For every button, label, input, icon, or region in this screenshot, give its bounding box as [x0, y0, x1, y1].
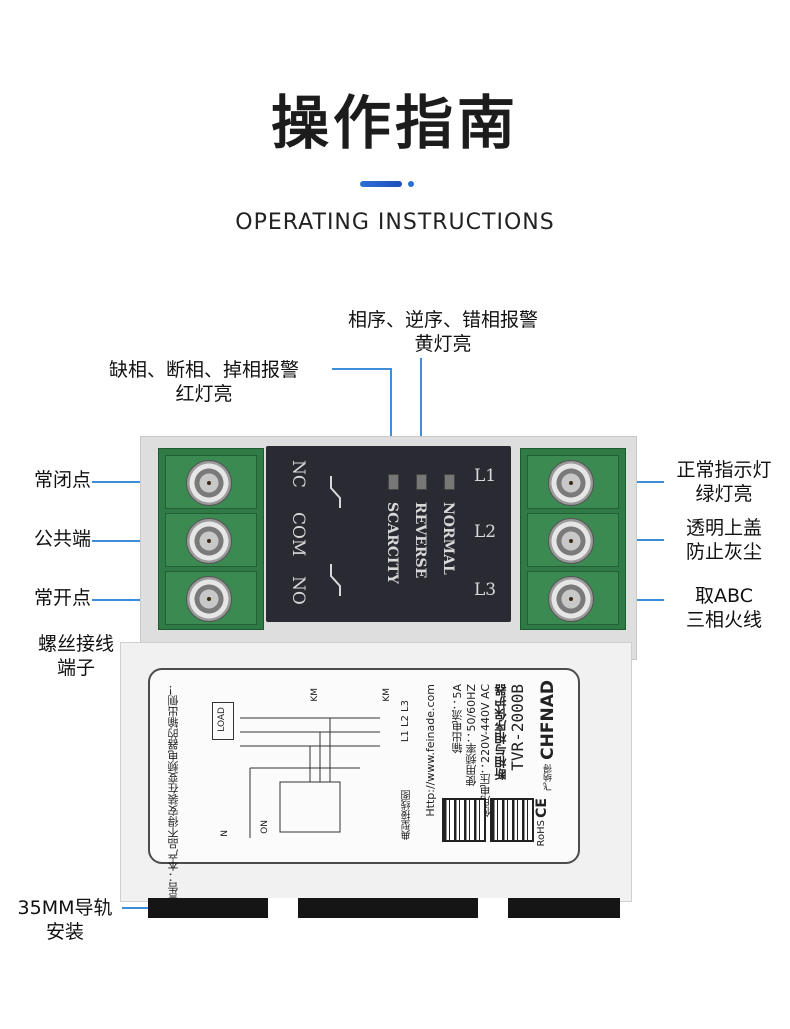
screw-com: [186, 518, 232, 564]
qr-code-icon: [490, 798, 534, 842]
label-n: N: [220, 830, 230, 837]
callout-no: 常开点: [34, 587, 92, 609]
label-ce: CE: [534, 798, 550, 818]
callout-red-line-v: [390, 368, 392, 476]
label-on: ON: [260, 820, 270, 834]
right-terminal-block: [520, 448, 626, 630]
screw-l2: [548, 518, 594, 564]
panel-nc: NC: [288, 460, 308, 488]
callout-yellow-alarm: 相序、逆序、错相报警 黄灯亮: [347, 309, 538, 355]
callout-rail: 35MM导轨 安装: [17, 897, 113, 943]
panel-scarcity: SCARCITY: [384, 502, 400, 584]
callout-com: 公共端: [34, 528, 92, 550]
screw-l1: [548, 460, 594, 506]
front-panel: NC COM NO SCARCITY REVERSE NORMAL L1 L2 …: [266, 446, 511, 622]
label-km-2: KM: [382, 688, 392, 702]
relay-symbol-icon: [330, 476, 341, 596]
screw-l3: [548, 576, 594, 622]
callout-red-alarm: 缺相、断相、掉相报警 红灯亮: [108, 359, 299, 405]
panel-l1: L1: [474, 466, 497, 486]
callout-nc-line: [92, 481, 160, 483]
panel-l3: L3: [474, 580, 497, 600]
label-model: TVR-2000B: [508, 684, 527, 771]
label-brand-sub: 飞纳得: [544, 764, 554, 791]
page-subtitle: OPERATING INSTRUCTIONS: [235, 210, 555, 235]
label-warning: 警告：本产品不得安装在变频电器的输出侧！: [167, 684, 180, 904]
screw-nc: [186, 460, 232, 506]
callout-com-line: [92, 540, 160, 542]
label-brand: CHFNAD: [538, 680, 558, 760]
left-terminal-block: [158, 448, 264, 630]
callout-normal-led: 正常指示灯 绿灯亮: [676, 459, 772, 505]
callout-nc: 常闭点: [34, 469, 92, 491]
label-wiring-title: 典型接线图: [402, 790, 413, 840]
panel-com: COM: [288, 512, 308, 557]
screw-no: [186, 576, 232, 622]
label-rohs: RoHS: [536, 820, 547, 847]
label-terminals: L1 L2 L3: [400, 700, 411, 743]
label-url: Http://www.feinade.com: [424, 684, 437, 817]
led-reverse: [416, 474, 427, 490]
callout-abc: 取ABC 三相火线: [685, 585, 762, 631]
callout-screw-terminal: 螺丝接线 端子: [37, 633, 114, 679]
callout-rail-line: [122, 907, 162, 909]
device-label-card: 警告：本产品不得安装在变频电器的输出侧！ LOAD KM KM N ON L1 …: [148, 668, 580, 904]
callout-cover-line: [612, 539, 664, 541]
wiring-diagram: [240, 717, 380, 838]
label-load-box: LOAD: [212, 702, 234, 740]
panel-normal: NORMAL: [440, 502, 456, 575]
callout-no-line: [92, 599, 160, 601]
panel-no: NO: [288, 576, 308, 605]
callout-cover: 透明上盖 防止灰尘: [685, 517, 762, 563]
din-rail-clip: [148, 898, 620, 918]
page-title: 操作指南: [270, 89, 519, 157]
qr-code-icon: [442, 798, 486, 842]
title-accent-bar: [360, 181, 416, 187]
label-km-1: KM: [310, 688, 320, 702]
callout-yellow-line: [420, 358, 422, 476]
led-normal: [444, 474, 455, 490]
callout-red-line-h: [332, 368, 392, 370]
led-scarcity: [388, 474, 399, 490]
panel-reverse: REVERSE: [412, 502, 428, 579]
panel-l2: L2: [474, 522, 497, 542]
label-product-name: 断相与相序保护器: [494, 684, 508, 780]
